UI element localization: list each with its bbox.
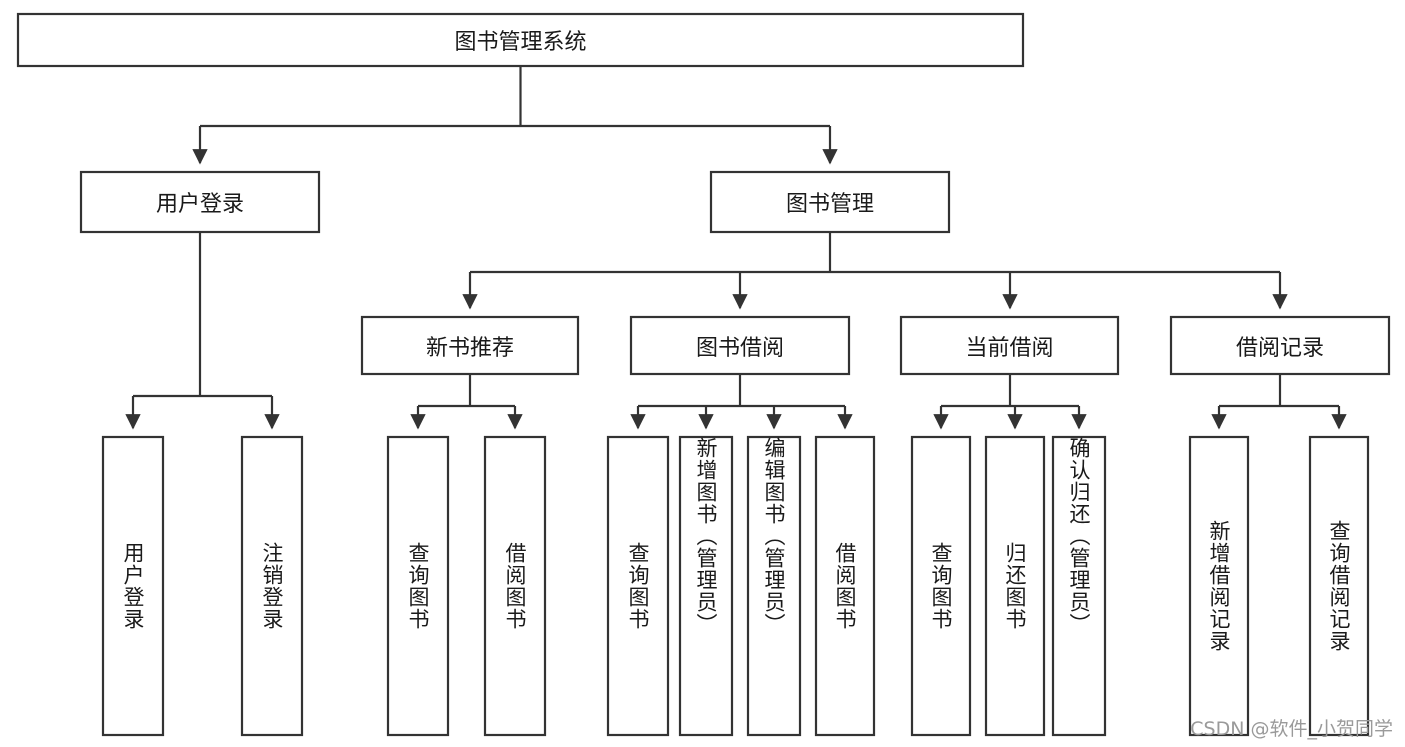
connector-group-borrow-record xyxy=(1211,374,1347,430)
leaf-box-return-book[interactable] xyxy=(984,435,1046,737)
node-borrow-record-box[interactable] xyxy=(1169,315,1391,376)
leaf-box-add-book-admin[interactable] xyxy=(678,435,734,737)
node-book-mgmt-box[interactable] xyxy=(709,170,951,234)
leaf-box-borrow-book-rec[interactable] xyxy=(483,435,547,737)
leaf-box-query-borrow-record[interactable] xyxy=(1308,435,1370,737)
leaf-box-confirm-return-admin[interactable] xyxy=(1051,435,1107,737)
leaf-box-user-login[interactable] xyxy=(101,435,165,737)
node-book-borrow-box[interactable] xyxy=(629,315,851,376)
node-user-login-box[interactable] xyxy=(79,170,321,234)
leaf-box-borrow-book[interactable] xyxy=(814,435,876,737)
connector-group-current-borrow xyxy=(933,374,1087,430)
node-new-book-rec-box[interactable] xyxy=(360,315,580,376)
connector-group-root xyxy=(192,66,838,165)
connector-group-new-book-rec xyxy=(410,374,523,430)
leaf-box-add-borrow-record[interactable] xyxy=(1188,435,1250,737)
node-root-box[interactable] xyxy=(16,12,1025,68)
leaf-box-logout[interactable] xyxy=(240,435,304,737)
connector-group-user-login xyxy=(125,232,280,430)
leaf-box-query-book-current[interactable] xyxy=(910,435,972,737)
connector-group-book-borrow xyxy=(630,374,853,430)
leaf-box-query-book-rec[interactable] xyxy=(386,435,450,737)
node-current-borrow-box[interactable] xyxy=(899,315,1120,376)
leaf-box-query-book-borrow[interactable] xyxy=(606,435,670,737)
leaf-box-edit-book-admin[interactable] xyxy=(746,435,802,737)
connector-group-book-mgmt xyxy=(462,232,1288,310)
